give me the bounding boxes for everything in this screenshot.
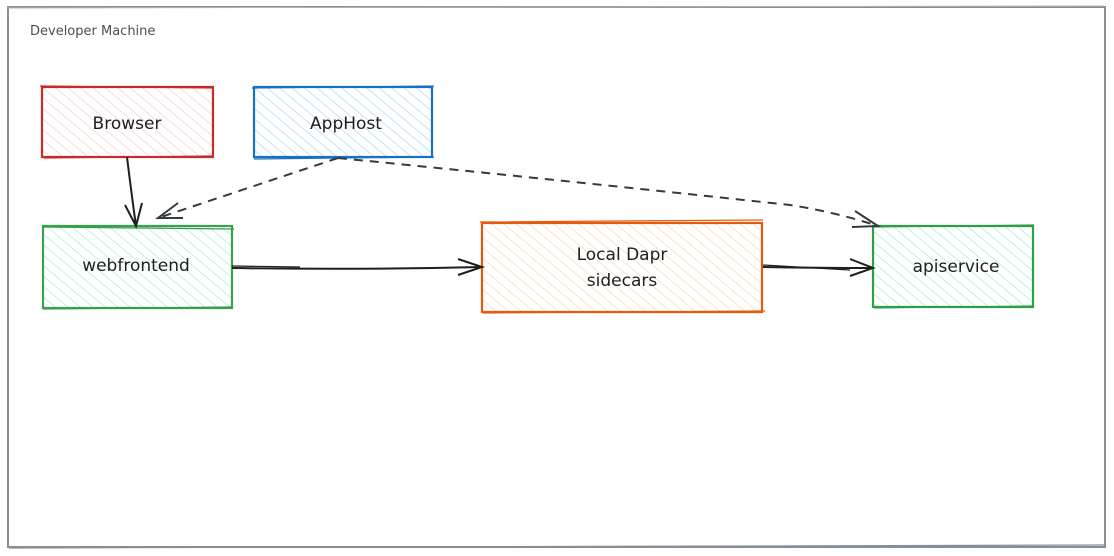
edge-browser-to-webfrontend[interactable] — [124, 156, 143, 229]
node-apphost[interactable]: AppHost — [251, 85, 435, 160]
node-label-dapr-line2: sidecars — [587, 271, 658, 291]
edge-webfrontend-to-dapr[interactable] — [231, 258, 486, 276]
arrowhead-icon — [851, 210, 882, 228]
edge-apphost-to-webfrontend[interactable] — [155, 157, 339, 219]
container-developer-machine[interactable]: Developer Machine — [6, 5, 1106, 549]
edge-apphost-to-apiservice[interactable] — [337, 157, 882, 228]
node-dapr-sidecars[interactable]: Local Dapr sidecars — [479, 219, 766, 314]
node-label-apiservice: apiservice — [913, 257, 1000, 277]
arrowhead-icon — [849, 258, 876, 277]
arrowhead-icon — [457, 258, 486, 276]
edge-dapr-to-apiservice[interactable] — [762, 258, 876, 277]
container-label: Developer Machine — [30, 24, 155, 39]
node-label-apphost: AppHost — [310, 114, 382, 134]
arrowhead-icon — [155, 202, 183, 219]
node-label-webfrontend: webfrontend — [82, 256, 190, 276]
arrowhead-icon — [124, 202, 143, 229]
node-browser[interactable]: Browser — [39, 85, 215, 159]
node-webfrontend[interactable]: webfrontend — [41, 224, 235, 310]
node-label-browser: Browser — [93, 114, 162, 134]
node-apiservice[interactable]: apiservice — [871, 224, 1035, 309]
node-label-dapr-line1: Local Dapr — [577, 245, 668, 265]
